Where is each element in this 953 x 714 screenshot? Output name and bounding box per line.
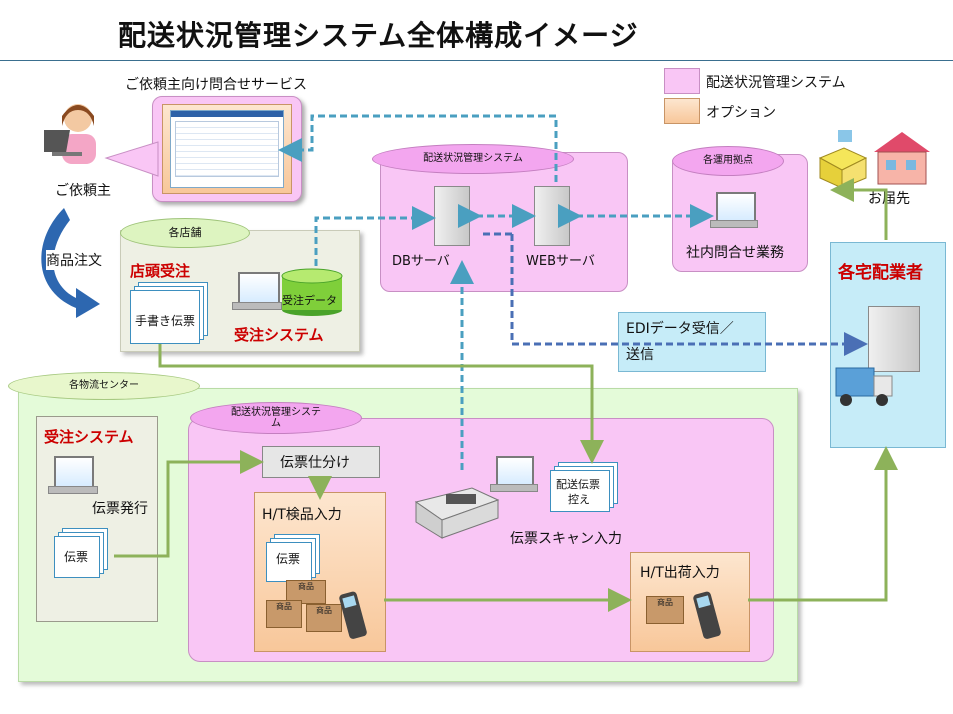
store-keyboard-icon xyxy=(232,302,282,310)
store-oval: 各店舗 xyxy=(120,218,250,248)
central-system-oval: 配送状況管理システム xyxy=(372,144,574,174)
destination-label: お届先 xyxy=(868,191,910,207)
truck-icon xyxy=(835,367,893,406)
page-title: 配送状況管理システム全体構成イメージ xyxy=(118,19,639,52)
slip-sort-box xyxy=(262,446,380,478)
speech-pointer xyxy=(104,141,159,177)
db-server-label: DBサーバ xyxy=(392,254,450,269)
client-person-icon xyxy=(44,104,96,164)
ht-ship-label: H/T出荷入力 xyxy=(640,565,720,581)
legend-orange-label: オプション xyxy=(706,105,776,121)
ht-inspect-label: H/T検品入力 xyxy=(262,507,342,523)
legend-pink-label: 配送状況管理システム xyxy=(706,75,846,91)
ops-site-oval: 各運用拠点 xyxy=(672,146,784,176)
inquiry-service-label: ご依頼主向け問合せサービス xyxy=(125,77,307,93)
order-data-label: 受注データ xyxy=(282,294,337,307)
dc-system-oval-line2: ム xyxy=(271,418,281,429)
scanner-icon xyxy=(414,487,500,539)
handwritten-slip-stack xyxy=(130,282,210,344)
slip-scan-label: 伝票スキャン入力 xyxy=(510,531,622,547)
dc-oval: 各物流センター xyxy=(8,372,200,400)
delivery-slip-copy-line1: 配送伝票 xyxy=(556,478,600,491)
title-divider xyxy=(0,60,953,61)
order-data-db-icon xyxy=(281,268,343,316)
edi-label-line1: EDIデータ受信／ xyxy=(626,321,734,337)
dc-order-system-area xyxy=(36,416,158,622)
goods-box-3-label: 商品 xyxy=(316,606,332,615)
store-front-order-label: 店頭受注 xyxy=(130,262,191,280)
handheld-terminal-icon xyxy=(339,591,367,639)
goods-box-3: 商品 xyxy=(306,604,342,632)
dc-slip-stack xyxy=(54,528,110,578)
goods-box-2-label: 商品 xyxy=(276,602,292,611)
goods-box-1-label: 商品 xyxy=(298,582,314,591)
destination-icons xyxy=(818,130,930,189)
slip-sort-label: 伝票仕分け xyxy=(280,455,350,471)
delivery-slip-copy-line2: 控え xyxy=(568,493,590,506)
order-curved-arrow xyxy=(41,208,100,318)
ops-inquiry-label: 社内問合せ業務 xyxy=(686,245,784,261)
ship-handheld-terminal-icon xyxy=(693,591,721,639)
carrier-label: 各宅配業者 xyxy=(838,263,923,283)
dc-keyboard-icon xyxy=(48,486,98,494)
legend-pink-swatch xyxy=(664,68,700,94)
legend-orange-swatch xyxy=(664,98,700,124)
order-label: 商品注文 xyxy=(46,250,102,270)
inquiry-screen xyxy=(170,110,284,188)
ht-slip-label: 伝票 xyxy=(276,552,301,566)
dc-pc-icon xyxy=(54,456,94,488)
web-server-label: WEBサーバ xyxy=(526,254,595,269)
ship-goods-box: 商品 xyxy=(646,596,684,624)
edi-box xyxy=(618,312,766,372)
dc-system-oval: 配送状況管理システ ム xyxy=(190,402,362,434)
ship-goods-box-label: 商品 xyxy=(657,598,673,607)
edi-label-line2: 送信 xyxy=(626,347,654,363)
scan-keyboard-icon xyxy=(490,484,538,492)
dc-slip-label: 伝票 xyxy=(64,550,89,564)
handwritten-slip-label: 手書き伝票 xyxy=(135,314,196,328)
ht-slip-stack xyxy=(266,534,324,582)
scan-pc-icon xyxy=(496,456,534,486)
dc-order-system-label: 受注システム xyxy=(44,428,134,446)
store-order-system-label: 受注システム xyxy=(234,326,324,344)
goods-box-2: 商品 xyxy=(266,600,302,628)
dc-slip-issue-label: 伝票発行 xyxy=(92,501,148,517)
dc-system-oval-line1: 配送状況管理システ xyxy=(231,406,321,418)
client-label: ご依頼主 xyxy=(55,183,111,199)
